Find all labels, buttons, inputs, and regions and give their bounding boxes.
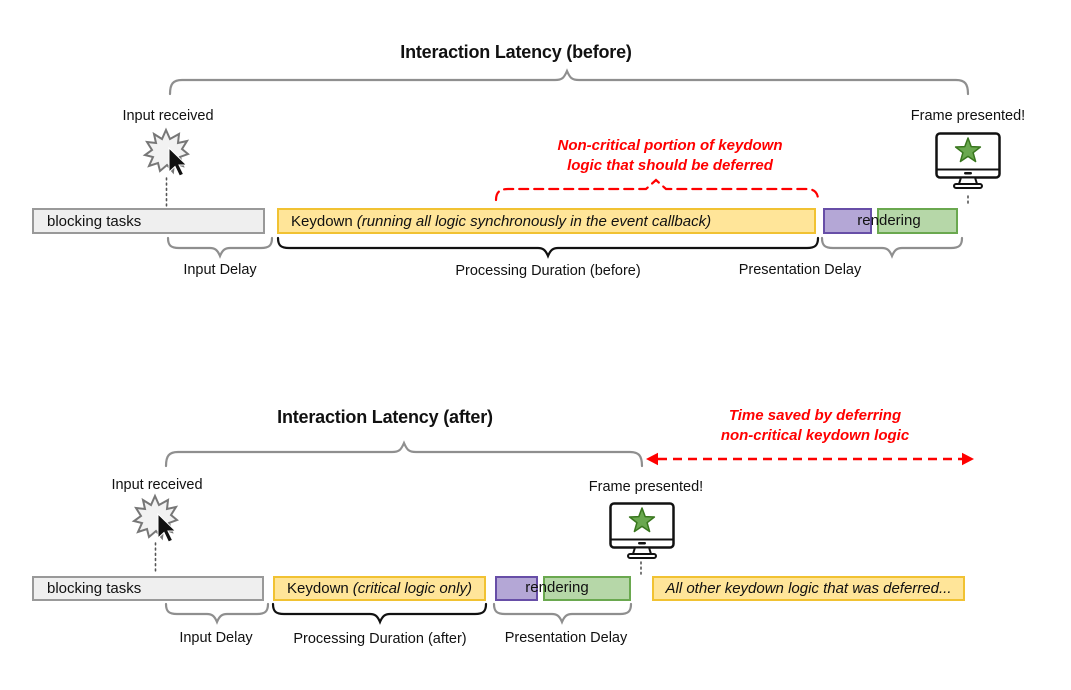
processing-duration-label-after: Processing Duration (after) [293,631,467,647]
blocking-tasks-bar-before: blocking tasks [32,208,265,234]
processing-duration-underbrace-before [276,236,820,259]
presentation-delay-label-before: Presentation Delay [738,262,862,278]
rendering-green-bar-before [877,208,958,234]
input-click-icon-before [144,129,189,177]
input-delay-label-after: Input Delay [179,630,253,646]
input-delay-underbrace-after [164,602,270,625]
blocking-tasks-label-after: blocking tasks [47,580,142,597]
time-saved-annotation-line1: Time saved by deferring [728,407,902,424]
rendering-label-after: rendering [525,579,589,596]
section-title-before: Interaction Latency (before) [400,42,632,62]
interaction-latency-after-overbrace [164,440,644,468]
presentation-delay-underbrace-after [492,602,633,625]
non-critical-annotation-line2: logic that should be deferred [567,156,773,174]
input-received-label-before: Input received [122,108,214,124]
input-delay-label-before: Input Delay [183,262,257,278]
non-critical-portion-dashed-brace [494,178,820,202]
blocking-tasks-label-before: blocking tasks [47,212,142,230]
keydown-name-before: Keydown [291,212,353,230]
non-critical-annotation-line1: Non-critical portion of keydown [557,137,783,154]
frame-presented-icon-before [935,132,1001,190]
keydown-detail-after: (critical logic only) [352,580,472,597]
frame-presented-label-after: Frame presented! [588,479,704,495]
section-title-after: Interaction Latency (after) [277,407,493,427]
arrowhead-right-icon [962,452,974,466]
rendering-green-bar-after [543,576,631,601]
rendering-label-before: rendering [857,212,921,229]
time-saved-annotation-line2: non-critical keydown logic [720,426,910,444]
keydown-bar-before: Keydown (running all logic synchronously… [277,208,816,234]
arrowhead-left-icon [646,452,658,466]
keydown-detail-before: (running all logic synchronously in the … [356,212,712,230]
input-click-icon-after [133,495,178,543]
presentation-delay-underbrace-before [820,236,964,259]
rendering-purple-bar-before [823,208,872,234]
keydown-name-after: Keydown [287,580,349,597]
rendering-purple-bar-after [495,576,538,601]
deferred-keydown-label: All other keydown logic that was deferre… [665,580,952,597]
non-critical-annotation: Non-critical portion of keydown logic th… [520,136,820,176]
input-delay-underbrace-before [166,236,274,259]
time-saved-annotation: Time saved by deferring non-critical key… [665,406,965,446]
deferred-keydown-bar: All other keydown logic that was deferre… [652,576,965,601]
processing-duration-underbrace-after [271,602,488,625]
input-received-label-after: Input received [111,477,203,493]
frame-presented-label-before: Frame presented! [910,108,1026,124]
processing-duration-label-before: Processing Duration (before) [455,263,641,279]
interaction-latency-before-overbrace [168,68,970,96]
presentation-delay-label-after: Presentation Delay [504,630,628,646]
blocking-tasks-bar-after: blocking tasks [32,576,264,601]
keydown-bar-after: Keydown (critical logic only) [273,576,486,601]
frame-presented-icon-after [609,502,675,560]
